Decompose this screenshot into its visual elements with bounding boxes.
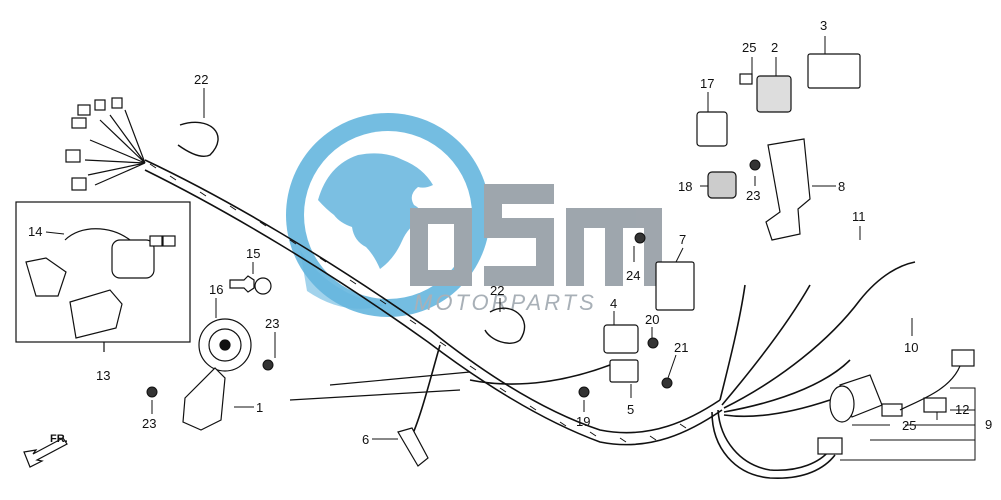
callout-14: 14 [28,224,42,239]
callout-23b: 23 [265,316,279,331]
callout-7: 7 [679,232,686,247]
watermark-subtext: MOTORPARTS [414,290,597,315]
callout-23a: 23 [142,416,156,431]
callout-15: 15 [246,246,260,261]
callout-21: 21 [674,340,688,355]
callout-19: 19 [576,414,590,429]
bolt-icons [146,159,761,398]
connector-bundle [65,97,146,191]
callout-22b: 22 [490,283,504,298]
spark-plug-cap-icon [397,427,429,467]
leader-lines [45,36,976,461]
callout-23c: 23 [746,188,760,203]
callout-10: 10 [904,340,918,355]
logo-icon [410,184,662,286]
sensor-parts [817,349,975,455]
callout-22a: 22 [194,72,208,87]
callout-6: 6 [362,432,369,447]
callout-11: 11 [852,209,866,224]
callout-20: 20 [645,312,659,327]
main-harness [144,159,916,479]
callout-4: 4 [610,296,617,311]
callout-1: 1 [256,400,263,415]
front-direction-label: FR. [50,433,68,445]
callout-16: 16 [209,282,223,297]
callout-24: 24 [626,268,640,283]
watermark: MOTORPARTS [286,113,662,317]
clamp-icons [177,121,526,344]
regulator-module [603,324,639,383]
callout-17: 17 [700,76,714,91]
key-icon [229,275,272,295]
callout-13: 13 [96,368,110,383]
callout-8: 8 [838,179,845,194]
relay-modules [655,53,861,311]
callouts: 1 2 3 4 5 6 7 8 9 10 11 12 13 14 15 16 1… [28,18,992,447]
callout-25a: 25 [742,40,756,55]
callout-3: 3 [820,18,827,33]
ignition-switch-group [15,201,191,352]
callout-12: 12 [955,402,969,417]
front-direction-arrow-icon: FR. [23,433,68,468]
horn-icon [182,318,252,431]
callout-18: 18 [678,179,692,194]
ignition-coil-icon [829,374,883,423]
callout-2: 2 [771,40,778,55]
callout-5: 5 [627,402,634,417]
globe-icon [286,113,490,317]
callout-9: 9 [985,417,992,432]
callout-25b: 25 [902,418,916,433]
